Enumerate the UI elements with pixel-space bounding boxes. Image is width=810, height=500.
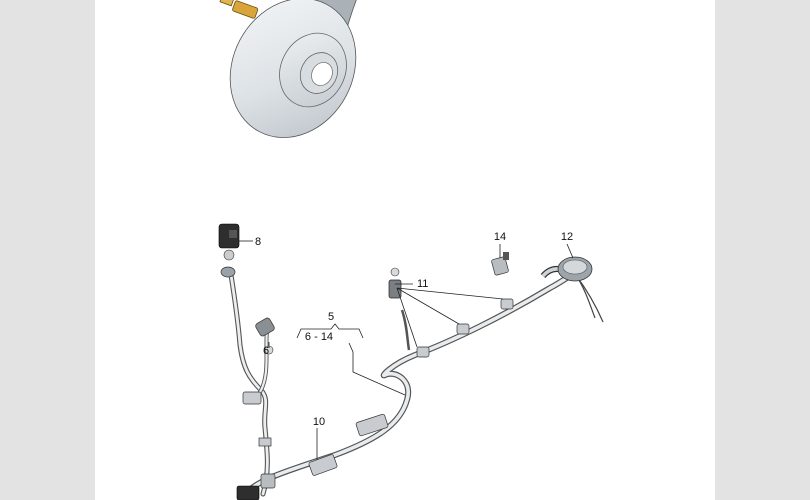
speed-sensor-12 — [540, 256, 593, 282]
clip-14 — [491, 252, 509, 276]
wiring-harness — [228, 270, 604, 498]
plug-bottom — [236, 485, 260, 500]
parts-diagram: 8 6 5 6 - 14 10 11 14 12 — [218, 0, 604, 500]
brake-bleed-fitting — [219, 0, 259, 19]
clip-lower-a — [242, 391, 262, 405]
connector-8 — [218, 223, 240, 261]
callout-12: 12 — [561, 231, 573, 243]
callout-11: 11 — [417, 278, 428, 290]
grommet — [220, 266, 236, 278]
callout-14: 14 — [494, 231, 506, 243]
bracket-10b — [355, 413, 389, 437]
diagram-sheet: 8 6 5 6 - 14 10 11 14 12 — [95, 0, 715, 500]
callout-5: 5 — [328, 311, 334, 323]
callout-range: 6 - 14 — [305, 331, 333, 343]
bracket-10a — [308, 454, 338, 476]
harness-clips — [416, 298, 514, 358]
callout-6: 6 — [263, 345, 269, 357]
clip-11 — [388, 267, 402, 299]
callout-8: 8 — [255, 236, 261, 248]
leader-lines — [239, 240, 574, 460]
callout-10: 10 — [313, 416, 325, 428]
connector-6 — [255, 317, 275, 355]
brake-disc — [219, 0, 357, 138]
clip-lower-b — [258, 437, 276, 489]
